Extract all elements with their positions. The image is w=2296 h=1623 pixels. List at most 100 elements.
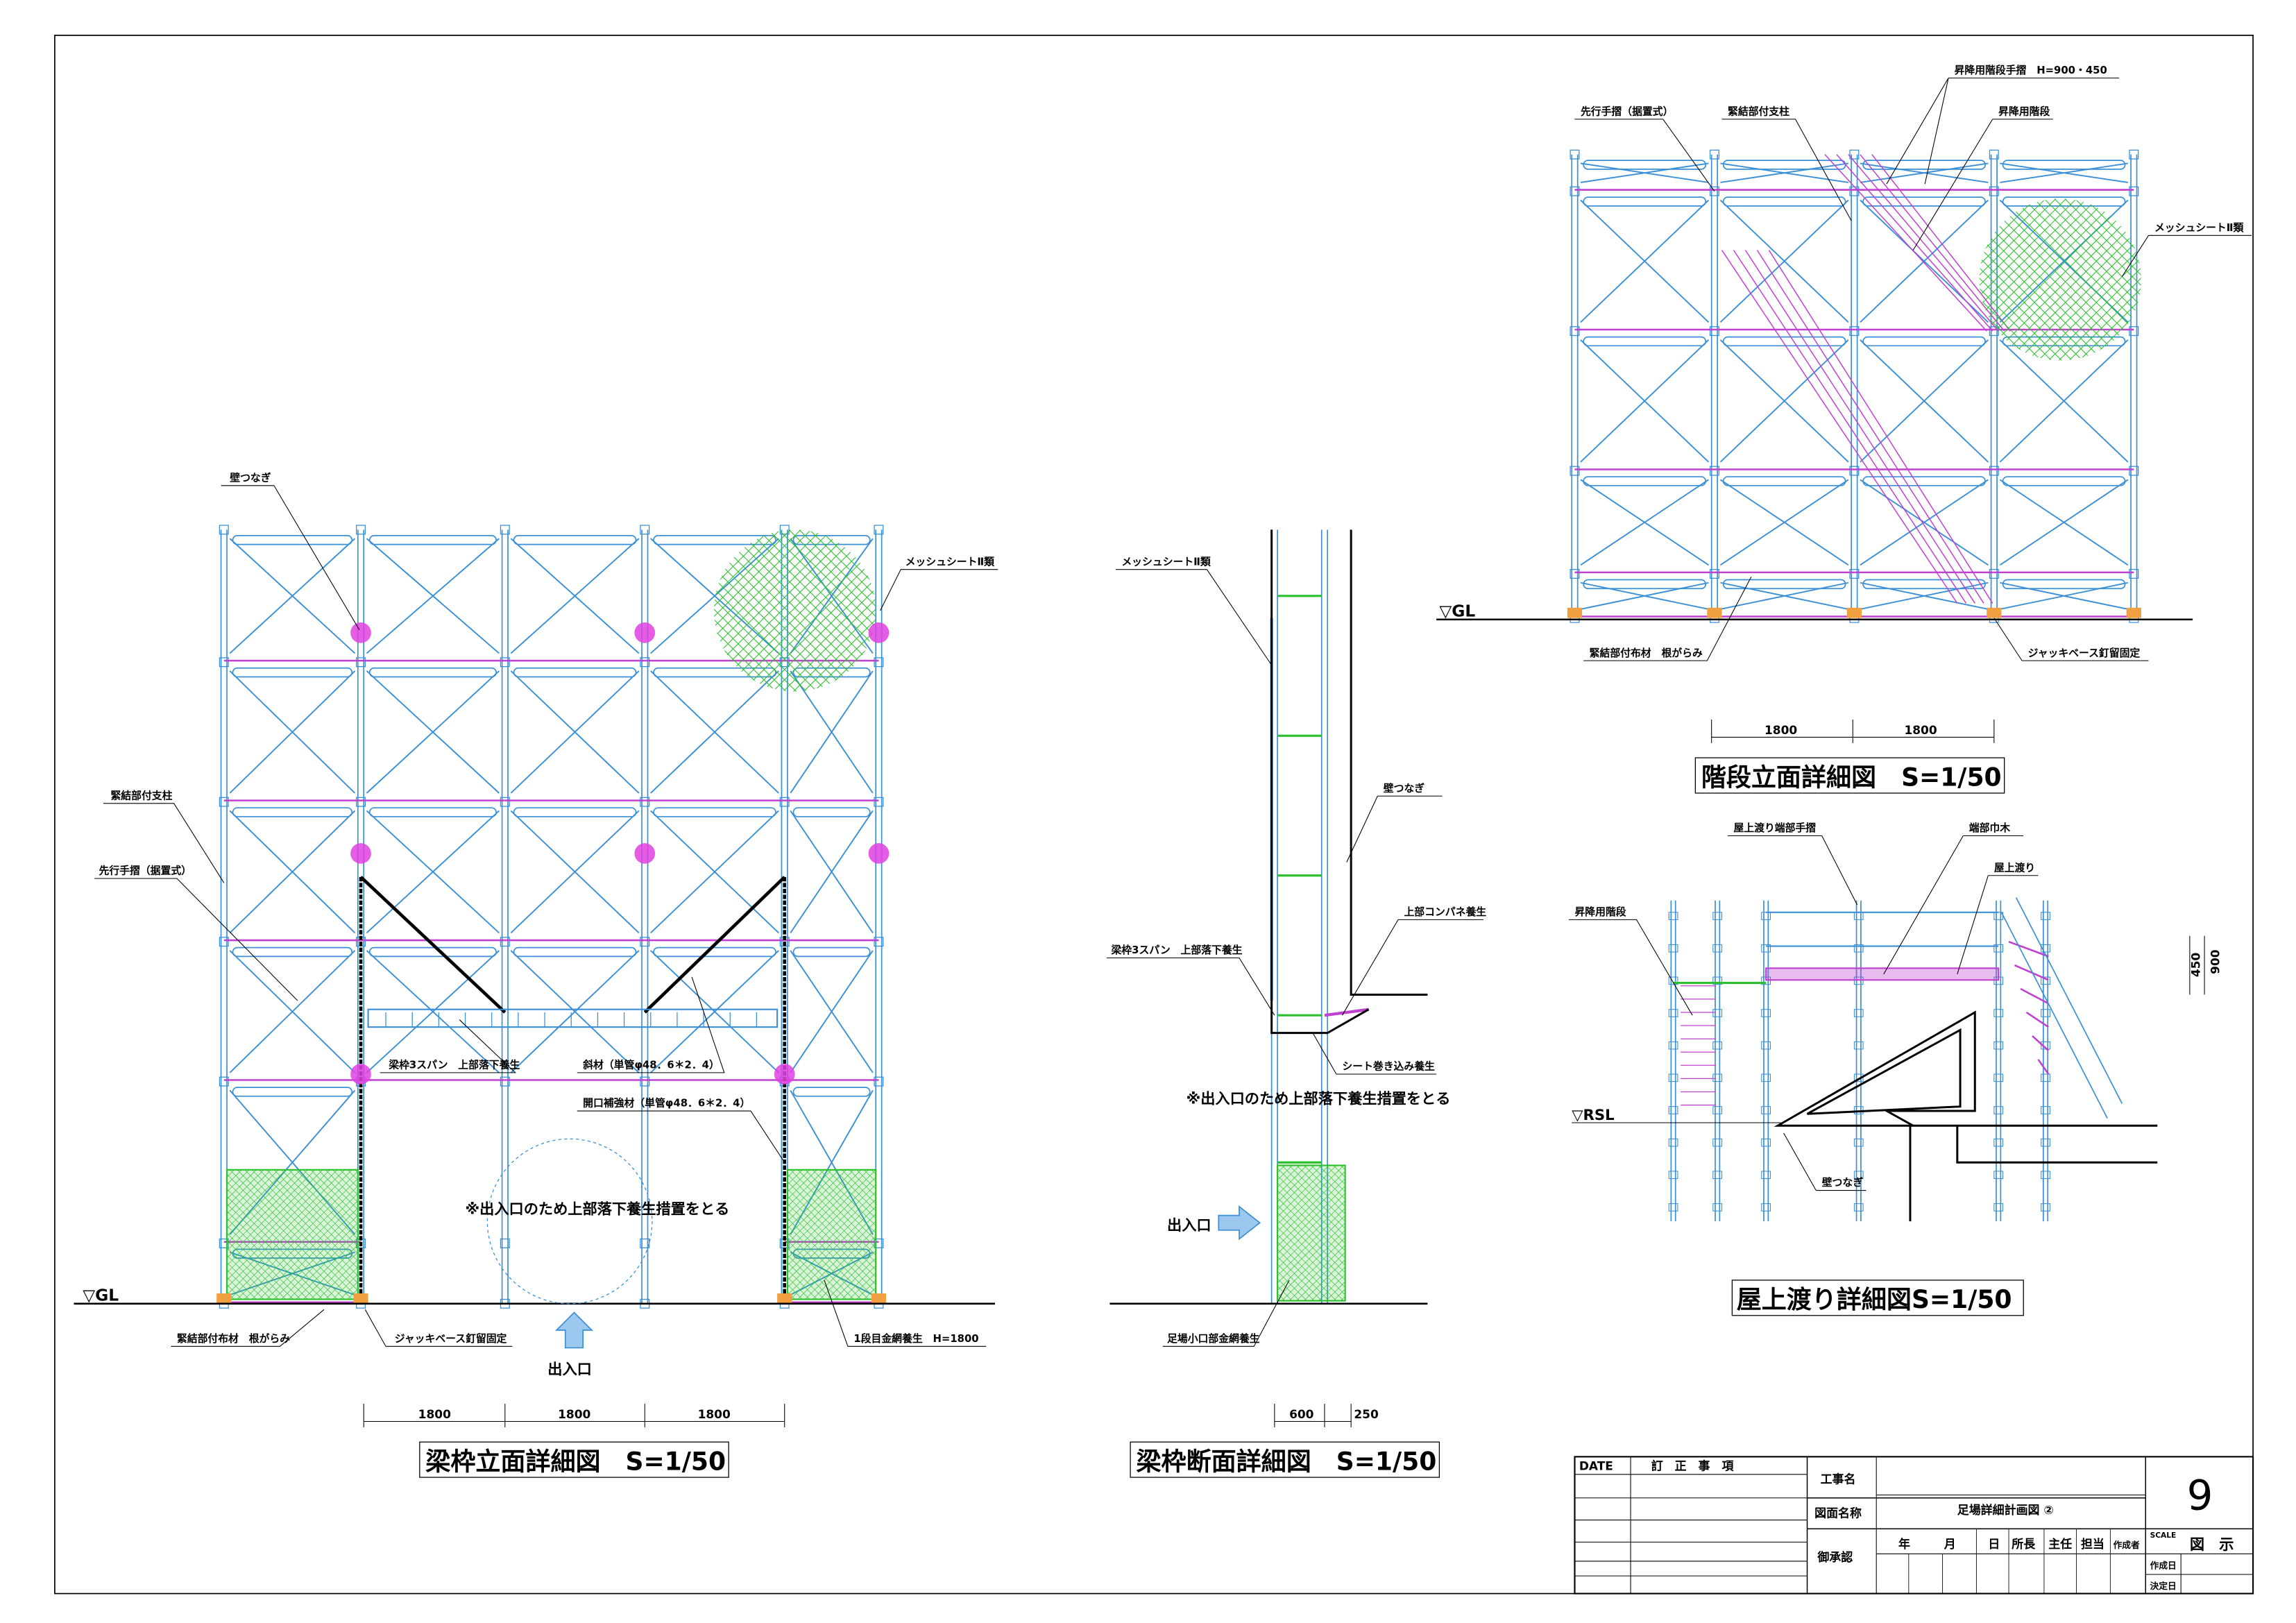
frame-top xyxy=(513,807,637,817)
cross-brace xyxy=(1999,339,2129,463)
post-joint xyxy=(1853,912,1864,920)
jack-base xyxy=(1567,607,1583,618)
building-outline xyxy=(1270,529,1428,1035)
mesh-hatch xyxy=(1296,1252,1345,1301)
post-joint xyxy=(500,657,510,668)
cross-brace xyxy=(229,950,356,1073)
mesh-hatch xyxy=(1277,1230,1345,1298)
mesh-hatch xyxy=(787,1203,876,1293)
post-joint xyxy=(219,937,229,947)
mesh-hatch xyxy=(1311,1266,1345,1301)
cross-brace xyxy=(1719,479,1849,566)
mesh-hatch xyxy=(1277,1219,1345,1288)
stair-label: 昇降用階段 xyxy=(1998,105,2050,117)
entrance-label: 出入口 xyxy=(1167,1216,1211,1234)
dimension-value: 900 xyxy=(2208,949,2222,974)
mesh-hatch xyxy=(713,529,842,692)
mesh-hatch xyxy=(226,1211,316,1300)
frame-top xyxy=(1722,196,1846,207)
beam-frame xyxy=(367,1008,779,1028)
jack-base xyxy=(1707,607,1722,618)
mesh-hatch xyxy=(1318,1274,1345,1301)
post-joint xyxy=(1668,944,1678,953)
mesh-hatch xyxy=(226,1203,323,1300)
dimension-value: 1800 xyxy=(1904,723,1937,737)
mesh-hatch xyxy=(340,1281,358,1300)
mesh-hatch xyxy=(787,1189,876,1277)
cross-brace xyxy=(1720,581,1849,610)
mesh-hatch xyxy=(787,1169,862,1244)
mesh-hatch xyxy=(799,529,876,692)
opening-note: ※出入口のため上部落下養生措置をとる xyxy=(466,1200,730,1217)
mesh-sheet-patch xyxy=(713,529,876,692)
cross-brace xyxy=(1860,199,1989,323)
mesh-hatch xyxy=(787,1169,817,1200)
cross-brace xyxy=(366,810,500,934)
mesh-hatch xyxy=(787,1218,869,1300)
cross-brace xyxy=(1999,479,2129,566)
mesh-hatch xyxy=(1277,1293,1285,1301)
post-joint xyxy=(219,1076,229,1087)
cross-brace xyxy=(790,670,874,794)
mesh-hatch xyxy=(226,1169,257,1200)
mesh-hatch xyxy=(1979,198,2000,361)
cross-brace xyxy=(790,810,874,933)
mesh-hatch xyxy=(1333,1289,1345,1301)
mesh-hatch xyxy=(1282,1237,1345,1301)
wall-tie-marker xyxy=(774,1064,795,1085)
post-joint xyxy=(500,1076,510,1087)
post-joint xyxy=(1668,1203,1678,1212)
post-joint xyxy=(2041,944,2050,953)
post-joint xyxy=(2041,1009,2050,1017)
post-joint xyxy=(2129,149,2139,160)
mesh-hatch xyxy=(226,1169,287,1229)
beam-section-view: メッシュシートⅡ類 壁つなぎ 上部コンパネ養生 梁枠3スパン 上部落下養生 シー… xyxy=(1107,529,1486,1478)
entrance-label: 出入口 xyxy=(547,1361,592,1378)
revision-header: 訂 正 事 項 xyxy=(1651,1459,1735,1472)
diagonal-brace xyxy=(643,876,786,1014)
mesh-hatch xyxy=(787,1169,825,1207)
stair-step xyxy=(2014,964,2049,981)
post-joint xyxy=(1853,1138,1864,1147)
mesh-hatch xyxy=(787,1181,876,1271)
mesh-hatch xyxy=(1979,198,2098,361)
base-tie-label: 緊結部付布材 根がらみ xyxy=(1590,647,1703,659)
cross-brace xyxy=(650,950,779,1073)
mesh-hatch xyxy=(850,529,876,692)
mesh-hatch xyxy=(310,1252,358,1300)
mesh-hatch xyxy=(1277,1197,1345,1266)
frame-top xyxy=(1583,336,1707,347)
mesh-hatch xyxy=(1277,1182,1345,1251)
post-joint xyxy=(1989,149,1999,160)
entrance-arrow-icon xyxy=(1218,1205,1261,1241)
mesh-hatch xyxy=(787,1169,803,1185)
post-joint xyxy=(355,525,366,535)
mesh-sheet-label: メッシュシートⅡ類 xyxy=(1121,556,1211,568)
jack-base-label: ジャッキベース釘留固定 xyxy=(2028,647,2141,659)
mesh-hatch xyxy=(787,1199,876,1288)
beam-section-title: 梁枠断面詳細図 S=1/50 xyxy=(1137,1447,1437,1476)
mesh-hatch xyxy=(797,1221,876,1300)
opening-note: ※出入口のため上部落下養生措置をとる xyxy=(1187,1089,1451,1107)
mesh-hatch xyxy=(226,1262,264,1300)
mesh-hatch xyxy=(266,1207,358,1300)
mesh-hatch xyxy=(226,1248,279,1300)
cross-brace xyxy=(1580,162,1709,183)
mesh-hatch xyxy=(296,1169,358,1232)
mesh-hatch xyxy=(347,1289,358,1300)
wall-tie-marker xyxy=(350,622,371,643)
post-joint xyxy=(1849,569,1860,579)
cross-brace xyxy=(650,670,779,794)
stair-handrail xyxy=(2000,912,2108,1119)
mesh-hatch xyxy=(812,1169,876,1234)
mesh-hatch xyxy=(1341,1165,1345,1171)
wire-mesh-label: 1段目金網養生 H=1800 xyxy=(853,1332,978,1345)
frame-top xyxy=(1722,476,1846,486)
frame-top xyxy=(792,807,871,817)
wall-tie-marker xyxy=(868,843,890,864)
post-joint xyxy=(874,797,884,807)
mesh-hatch xyxy=(787,1169,810,1192)
mesh-hatch xyxy=(1277,1227,1345,1295)
created-date-label: 作成日 xyxy=(2150,1561,2177,1571)
mesh-hatch xyxy=(787,1169,869,1251)
